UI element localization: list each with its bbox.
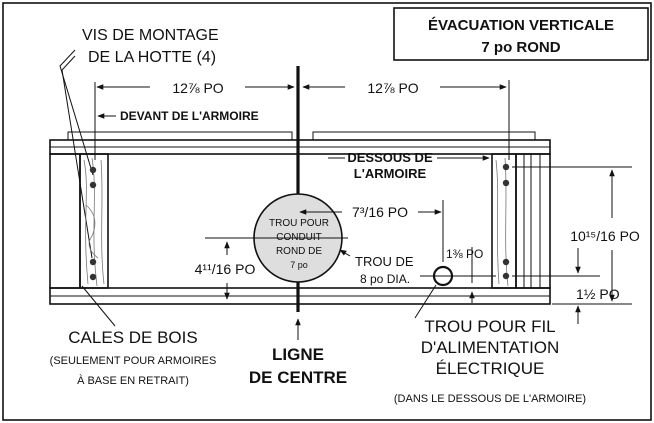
screws-leader-left-2 [61, 55, 93, 259]
screw-3 [89, 258, 97, 266]
screw-1 [89, 166, 97, 174]
duct-hole: TROU POUR CONDUIT ROND DE 7 po [205, 193, 348, 283]
dim-1-3-8-label: 1⅜ PO [446, 247, 483, 261]
screw-2 [89, 181, 97, 189]
left-wall [49, 153, 81, 289]
shims-leader [81, 285, 116, 327]
front-label: DEVANT DE L'ARMOIRE [120, 109, 259, 123]
duct-label-3: ROND DE [276, 246, 322, 257]
screws-label-line-1: VIS DE MONTAGE [82, 27, 219, 44]
power-leader [414, 284, 437, 319]
title-line-2: 7 po ROND [481, 39, 560, 56]
hole-8-pointer [339, 249, 351, 257]
screw-6 [502, 179, 510, 187]
left-side [49, 153, 109, 289]
right-wall [515, 153, 551, 289]
power-label-line-3: ÉLECTRIQUE [436, 359, 545, 378]
dim-right-label: 12⅞ PO [367, 80, 418, 96]
right-side [491, 153, 632, 289]
top-lip-left [67, 131, 293, 141]
duct-label-1: TROU POUR [269, 218, 329, 229]
screws-leader-left [59, 49, 94, 176]
bottom-label-line-1: DESSOUS DE [347, 150, 433, 165]
title-frame [393, 7, 649, 61]
power-label-line-2: D'ALIMENTATION [421, 338, 560, 357]
shims-label: CALES DE BOIS [68, 328, 197, 347]
power-label-line-1: TROU POUR FIL [424, 317, 555, 336]
dim-4-11-16-label: 4¹¹/16 PO [195, 261, 256, 277]
dim-1-1-2-label: 1½ PO [576, 286, 620, 302]
centerline-label-line-2: DE CENTRE [249, 368, 347, 387]
hole-8-label-line-1: TROU DE [355, 254, 414, 269]
hole-8-label-line-2: 8 po DIA. [360, 272, 410, 286]
shims-note-line-2: À BASE EN RETRAIT) [77, 374, 189, 387]
left-wood-shim [79, 153, 109, 289]
duct-label-2: CONDUIT [276, 232, 322, 243]
screw-5 [502, 163, 510, 171]
cabinet-top [49, 131, 551, 155]
screw-8 [502, 272, 510, 280]
centerline-label-line-1: LIGNE [272, 345, 324, 364]
shims-note-line-1: (SEULEMENT POUR ARMOIRES [50, 355, 217, 367]
bottom-label-line-2: L'ARMOIRE [354, 166, 427, 181]
title-box: ÉVACUATION VERTICALE 7 po ROND [393, 7, 649, 61]
dim-7-3-16-label: 7³/16 PO [352, 204, 408, 220]
title-line-1: ÉVACUATION VERTICALE [428, 17, 614, 34]
dim-10-15-16-label: 10¹⁵/16 PO [570, 228, 640, 244]
dim-left-label: 12⅞ PO [172, 80, 223, 96]
screw-7 [502, 258, 510, 266]
screw-4 [89, 273, 97, 281]
top-lip-right [312, 131, 536, 141]
power-note: (DANS LE DESSOUS DE L'ARMOIRE) [394, 393, 586, 405]
duct-label-4: 7 po [290, 260, 308, 270]
right-wood-shim [491, 153, 517, 289]
screws-label-line-2: DE LA HOTTE (4) [88, 49, 216, 66]
